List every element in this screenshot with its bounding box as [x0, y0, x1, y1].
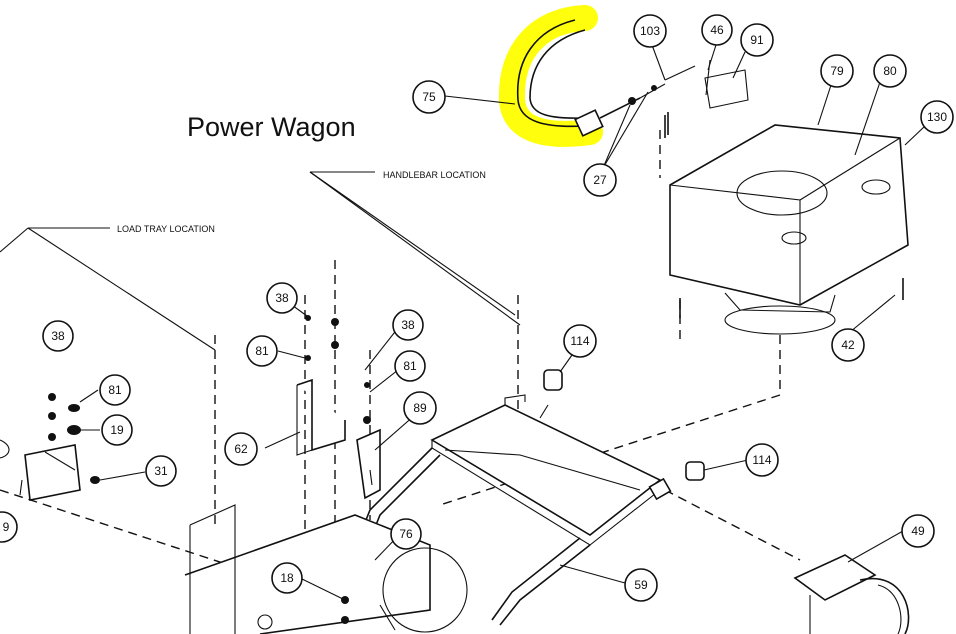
callout-76-label: 76: [399, 527, 413, 541]
callout-19: 19: [101, 414, 133, 446]
callout-49: 49: [901, 514, 935, 548]
callout-38-b: 38: [42, 320, 74, 352]
callout-18-label: 18: [280, 571, 294, 585]
highlighted-cable: [498, 5, 696, 147]
callout-59: 59: [624, 568, 658, 602]
callout-38-c-label: 38: [401, 318, 415, 332]
callout-49-label: 49: [911, 524, 925, 538]
frame: [349, 394, 672, 626]
callout-75-label: 75: [422, 90, 436, 104]
callout-81-a-label: 81: [255, 344, 269, 358]
callout-79-label: 79: [830, 64, 844, 78]
bushing-114-upper: [543, 369, 563, 391]
callout-114-upper-label: 114: [570, 334, 589, 348]
callout-79: 79: [820, 54, 854, 88]
callout-31-label: 31: [154, 464, 168, 478]
bracket-62: [296, 378, 346, 456]
callout-81-a: 81: [246, 335, 278, 367]
callout-81-c: 81: [394, 350, 426, 382]
callout-46: 46: [701, 14, 733, 46]
handlebar-location-label: HANDLEBAR LOCATION: [383, 170, 486, 180]
callout-46-label: 46: [710, 23, 724, 37]
callout-9-label: 9: [3, 520, 10, 534]
callout-80: 80: [873, 54, 907, 88]
callout-89: 89: [403, 391, 437, 425]
callout-42-label: 42: [841, 338, 855, 352]
callout-leaders: [79, 44, 926, 601]
callout-89-label: 89: [413, 401, 427, 415]
callout-38-b-label: 38: [51, 329, 65, 343]
callout-130: 130: [920, 100, 954, 134]
callout-91: 91: [740, 23, 774, 57]
load-tray-leaders: LOAD TRAY LOCATION: [0, 224, 216, 351]
callout-42: 42: [831, 328, 865, 362]
callout-91-label: 91: [750, 33, 764, 47]
callout-27: 27: [583, 163, 617, 197]
fuel-tank: [669, 124, 909, 335]
callout-18: 18: [271, 562, 303, 594]
lower-platform: [184, 504, 468, 634]
callout-114-lower-label: 114: [752, 453, 771, 467]
handlebar-leaders: HANDLEBAR LOCATION: [309, 170, 521, 326]
callout-59-label: 59: [634, 578, 648, 592]
callout-81-b: 81: [99, 374, 131, 406]
callout-38-c: 38: [392, 309, 424, 341]
callout-27-label: 27: [593, 173, 607, 187]
callout-38-a-label: 38: [275, 291, 289, 305]
callout-75: 75: [412, 80, 446, 114]
callout-80-label: 80: [883, 64, 897, 78]
left-bracket: [0, 439, 81, 501]
callout-81-b-label: 81: [108, 383, 122, 397]
fasteners: [48, 115, 904, 624]
load-tray-location-label: LOAD TRAY LOCATION: [117, 224, 215, 234]
callout-114-upper: 114: [563, 324, 597, 358]
callout-31: 31: [145, 455, 177, 487]
callout-9: 9: [0, 511, 18, 543]
callout-62: 62: [224, 432, 258, 466]
callout-62-label: 62: [234, 442, 248, 456]
callout-38-a: 38: [266, 282, 298, 314]
callout-76: 76: [390, 518, 422, 550]
callout-103: 103: [633, 14, 667, 48]
callout-19-label: 19: [110, 423, 124, 437]
diagram-title: Power Wagon: [187, 112, 356, 142]
callout-81-c-label: 81: [403, 359, 417, 373]
bracket-49: [793, 554, 910, 634]
callout-130-label: 130: [927, 110, 947, 124]
callout-103-label: 103: [640, 24, 660, 38]
bracket-89: [356, 428, 381, 500]
bushing-114-lower: [685, 461, 705, 481]
callout-114-lower: 114: [745, 443, 779, 477]
